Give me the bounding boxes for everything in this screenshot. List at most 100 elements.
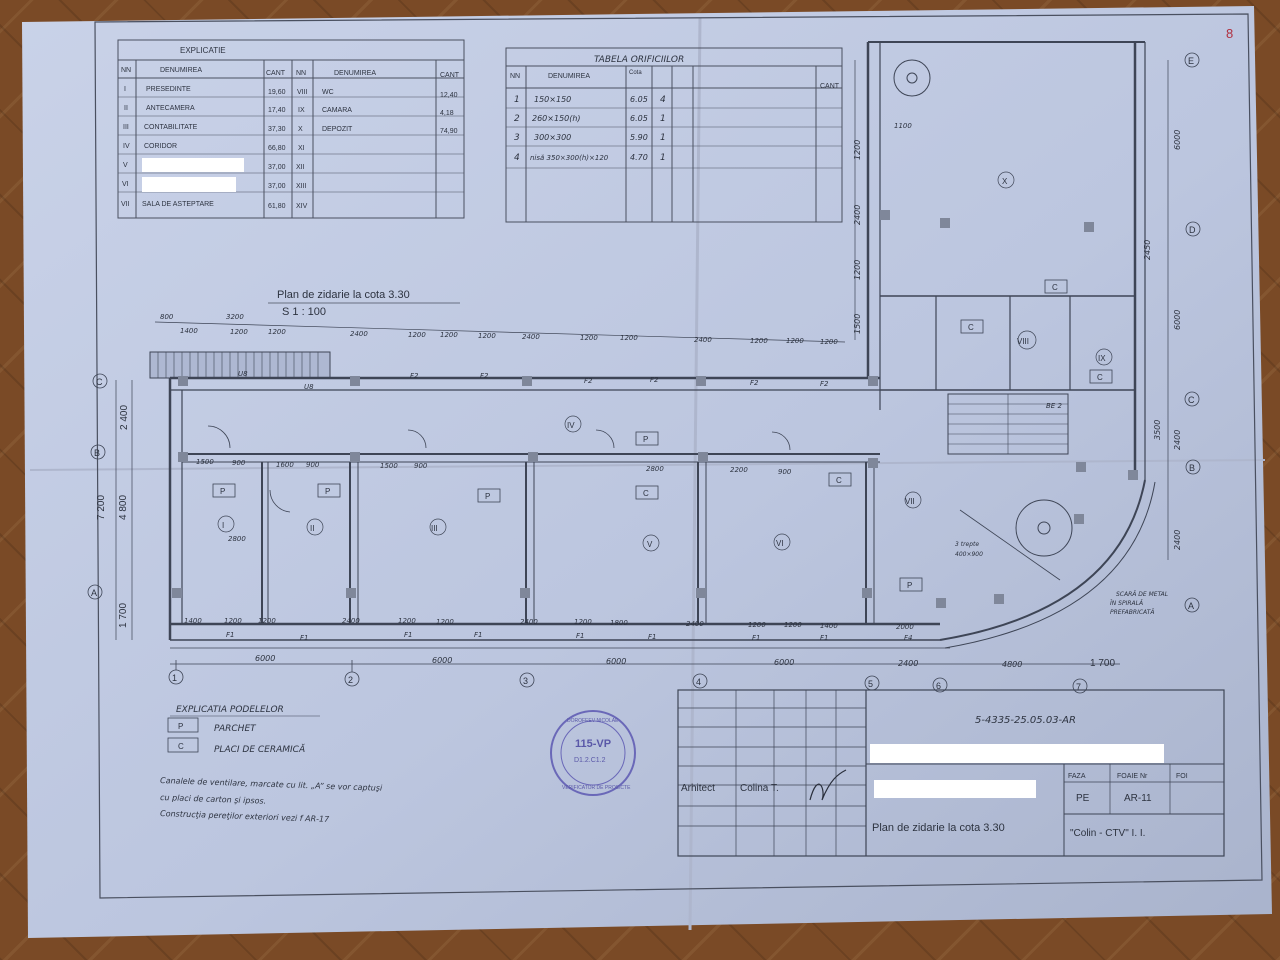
room-label: VIII [1017, 337, 1029, 346]
dimension: 1400 [184, 617, 202, 625]
explicatie-cell: IV [123, 143, 130, 150]
corridor-dimensions: 1500 900 1600 900 1500 900 2800 2200 900… [196, 122, 912, 543]
explicatie-cell: VII [121, 201, 130, 208]
architect-signature [809, 769, 847, 801]
window-mark: U8 [238, 370, 248, 378]
axis-label: 2 [348, 675, 353, 685]
foaie-label: FOAIE Nr [1117, 773, 1148, 780]
explicatie-cell: VI [122, 181, 129, 188]
tabela-cell: 1 [514, 95, 520, 105]
dimension: 1200 [258, 617, 276, 625]
stair-note: ÎN SPIRALĂ [1110, 600, 1143, 607]
legend-label: PLACI DE CERAMICĂ [214, 743, 305, 755]
room-label: X [1002, 177, 1008, 186]
tabela-header: CANT [820, 83, 840, 90]
faza-label: FAZA [1068, 773, 1086, 780]
explicatie-header: NN [296, 70, 306, 77]
tabela-cell: 300×300 [534, 133, 571, 142]
floor-code: P [643, 435, 648, 444]
stair-note: 400×900 [955, 551, 983, 558]
legend-swatch [167, 717, 199, 733]
dimension: 900 [306, 461, 320, 469]
dimension: 1600 [276, 461, 294, 469]
legend-title: EXPLICATIA PODELELOR [176, 705, 284, 715]
tabela-header: Cota [629, 70, 642, 76]
window-mark: U8 [304, 383, 314, 391]
dimension: 900 [232, 459, 246, 467]
window-mark: F1 [576, 632, 584, 640]
legend-note: cu placi de carton şi ipsos. [160, 793, 266, 806]
tabela-cell: 4 [514, 153, 520, 163]
floor-code-boxes [212, 279, 1113, 592]
explicatie-cell: CORIDOR [144, 143, 177, 150]
bottom-dimensions: 1400 1200 1200 2400 1200 1200 2400 1200 … [184, 617, 914, 631]
tabela-cell: 4.70 [630, 153, 648, 162]
room-label: IV [567, 421, 575, 430]
legend-code: P [178, 722, 183, 731]
floor-code: C [836, 476, 842, 485]
stair-notes: SCARĂ DE METAL ÎN SPIRALĂ PREFABRICATĂ 3… [955, 541, 1168, 616]
dimension: 7 200 [96, 495, 107, 520]
dimension: 1200 [224, 617, 242, 625]
window-mark: F2 [480, 372, 489, 380]
explicatie-cell: 12,40 [440, 92, 458, 99]
dimension: 1200 [268, 328, 286, 336]
paper-sheet [22, 6, 1272, 938]
dimension: 1 700 [118, 603, 129, 628]
dimension: 1800 [610, 619, 628, 627]
tabela-cell: nisă 350×300(h)×120 [530, 154, 609, 162]
dimension: 1200 [580, 334, 598, 342]
explicatie-header: DENUMIREA [160, 67, 202, 74]
dimension: 2800 [646, 465, 664, 473]
dimension: 1500 [196, 458, 214, 466]
dimension: 1200 [784, 621, 802, 629]
explicatie-cell: XII [296, 164, 305, 171]
explicatie-cell: SALA DE ASTEPTARE [142, 201, 214, 208]
explicatie-cell: ANTECAMERA [146, 105, 195, 112]
tabela-orificiilor: TABELA ORIFICIILOR NN DENUMIREA Cota CAN… [505, 47, 843, 223]
explicatie-header: NN [121, 67, 131, 74]
dimension: 2000 [896, 623, 914, 631]
dimension: 6000 [1173, 130, 1182, 150]
stair-note: 3 trepte [955, 541, 979, 548]
explicatie-cell: X [298, 126, 303, 133]
architect-label: Arhitect [681, 783, 715, 794]
dimension: 1200 [574, 618, 592, 626]
axis-label: 3 [523, 676, 528, 686]
architect-name: Colina T. [740, 783, 779, 794]
dimension: 6000 [432, 656, 452, 665]
dimension: 1200 [853, 140, 862, 160]
axis-label: D [1189, 225, 1196, 235]
axis-label: 7 [1076, 682, 1081, 692]
explicatie-title: EXPLICATIE [180, 46, 226, 55]
dimension: 1200 [436, 618, 454, 626]
explicatie-cell: 4,18 [440, 110, 454, 117]
dimension: 900 [778, 468, 792, 476]
room-label: VI [776, 539, 784, 548]
verifier-stamp: 115-VP D1.2.C1.2 DOROFEEV NICOLAE VERIFI… [550, 710, 636, 796]
dimension: 2400 [694, 336, 712, 344]
right-dimensions: 6000 2450 6000 2400 3500 2400 [1143, 130, 1182, 550]
room-label: VII [905, 497, 915, 506]
axis-label: 1 [172, 673, 177, 683]
dimension: 2400 [898, 659, 918, 668]
dimension: 900 [414, 462, 428, 470]
floor-code: P [907, 581, 912, 590]
dimension: 1200 [748, 621, 766, 629]
explicatie-table: EXPLICATIE NN DENUMIREA CANT NN DENUMIRE… [117, 39, 465, 219]
company-name: "Colin - CTV" I. I. [1070, 828, 1145, 839]
redacted-label [142, 177, 236, 192]
dimension: 1200 [398, 617, 416, 625]
tabela-cell: 3 [514, 133, 520, 143]
plan-title: Plan de zidarie la cota 3.30 [277, 289, 410, 301]
window-mark: F2 [820, 380, 829, 388]
tabela-cell: 2 [514, 114, 520, 124]
dimension: 2400 [520, 618, 538, 626]
dimension: 800 [160, 313, 174, 321]
window-mark: F2 [410, 372, 419, 380]
dimension: 4 800 [118, 495, 129, 520]
room-label: IX [1098, 354, 1106, 363]
redacted-project-address [874, 780, 1036, 798]
plan-scale: S 1 : 100 [282, 306, 326, 318]
dimension: 2400 [853, 205, 862, 225]
